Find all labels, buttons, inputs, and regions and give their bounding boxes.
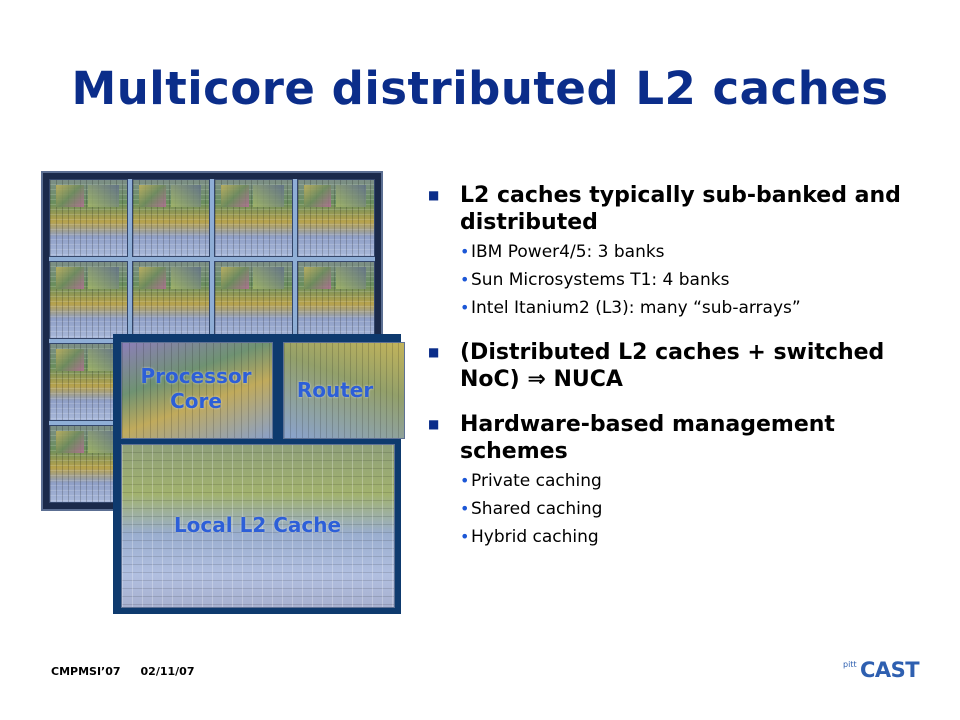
square-bullet-icon: ■ <box>428 345 440 359</box>
sub-bullet-item: • Private caching <box>428 467 943 495</box>
core-tile <box>49 261 128 339</box>
dot-bullet-icon: • <box>460 499 470 518</box>
dot-bullet-icon: • <box>460 527 470 546</box>
processor-core-label: Processor Core <box>140 364 252 413</box>
sub-bullet-text: IBM Power4/5: 3 banks <box>471 242 665 262</box>
dot-bullet-icon: • <box>460 298 470 317</box>
sub-bullet-text: Intel Itanium2 (L3): many “sub-arrays” <box>471 298 801 318</box>
bullet-item: ■ (Distributed L2 caches + switched NoC)… <box>428 339 943 393</box>
pittcast-logo: pitt CAST <box>843 658 920 688</box>
sub-bullet-item: • Intel Itanium2 (L3): many “sub-arrays” <box>428 294 943 322</box>
sub-bullet-item: • IBM Power4/5: 3 banks <box>428 238 943 266</box>
slide-footer: CMPMSI’07 02/11/07 <box>51 665 195 678</box>
slide-title: Multicore distributed L2 caches <box>71 62 889 115</box>
bullet-text: L2 caches typically sub-banked and distr… <box>460 183 901 235</box>
zoom-core-row <box>121 342 405 439</box>
sub-bullet-item: • Shared caching <box>428 495 943 523</box>
zoomed-tile <box>113 334 405 614</box>
sub-bullet-text: Hybrid caching <box>471 527 599 547</box>
bullet-item: ■ Hardware-based management schemes <box>428 411 943 465</box>
dot-bullet-icon: • <box>460 471 470 490</box>
footer-venue: CMPMSI’07 <box>51 665 121 678</box>
core-tile <box>49 179 128 257</box>
core-tile <box>131 261 210 339</box>
sub-bullet-item: • Sun Microsystems T1: 4 banks <box>428 266 943 294</box>
footer-date: 02/11/07 <box>140 665 195 678</box>
local-l2-cache-block <box>121 444 395 608</box>
bullet-list: ■ L2 caches typically sub-banked and dis… <box>428 182 943 551</box>
sub-bullet-text: Sun Microsystems T1: 4 banks <box>471 270 730 290</box>
sub-bullet-text: Shared caching <box>471 499 603 519</box>
sub-bullet-text: Private caching <box>471 471 602 491</box>
sub-bullet-item: • Hybrid caching <box>428 523 943 551</box>
core-tile <box>296 179 375 257</box>
dot-bullet-icon: • <box>460 242 470 261</box>
core-tile <box>214 261 293 339</box>
bullet-text: (Distributed L2 caches + switched NoC) ⇒… <box>460 340 885 392</box>
bullet-item: ■ L2 caches typically sub-banked and dis… <box>428 182 943 236</box>
square-bullet-icon: ■ <box>428 188 440 202</box>
router-label: Router <box>296 378 374 402</box>
square-bullet-icon: ■ <box>428 417 440 431</box>
logo-text: CAST <box>860 658 920 682</box>
core-tile <box>131 179 210 257</box>
dot-bullet-icon: • <box>460 270 470 289</box>
core-tile <box>296 261 375 339</box>
router-block <box>283 342 405 439</box>
core-tile <box>214 179 293 257</box>
logo-prefix: pitt <box>843 660 857 669</box>
local-l2-cache-label: Local L2 Cache <box>173 513 342 537</box>
processor-core-block <box>121 342 273 439</box>
bullet-text: Hardware-based management schemes <box>460 412 835 464</box>
